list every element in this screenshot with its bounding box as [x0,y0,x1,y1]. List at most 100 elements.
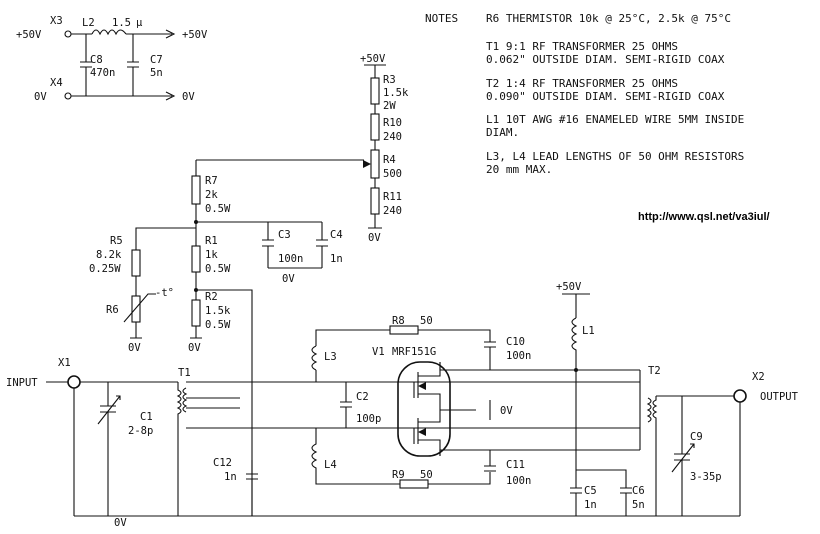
c5-label: C5 [584,485,597,497]
supply-in-plus50-label: +50V [16,29,42,41]
wire-5 [195,204,323,240]
r7-resistor [191,175,201,205]
note-line-l3l4-max: 20 mm MAX. [486,163,552,176]
r7-label: R7 [205,175,218,187]
t2-primary [646,397,652,423]
x2-connector [733,389,747,403]
c4-value: 1n [330,253,343,265]
r6-ground-label: 0V [128,342,141,354]
note-line-t1: T1 9:1 RF TRANSFORMER 25 OHMS [486,40,678,53]
notes-heading: NOTES [425,12,458,25]
c1-value: 2-8p [128,425,153,437]
c6-capacitor [620,487,632,516]
r10-resistor [370,113,380,141]
l1-label: L1 [582,325,595,337]
c8-capacitor [80,34,92,96]
r6-thermistor [131,295,141,323]
c4-label: C4 [330,229,343,241]
wire-6 [135,227,196,250]
v1-part: MRF151G [392,346,436,358]
r2-wattage: 0.5W [205,319,231,331]
r9-resistor [399,479,429,489]
r1-label: R1 [205,235,218,247]
shape-3 [97,395,121,425]
x4-terminal [64,92,72,100]
t1-coax-lines [186,381,640,429]
shape-5 [574,368,578,372]
c8-value: 470n [90,67,115,79]
r3-label: R3 [383,74,396,86]
supply-out-plus50-label: +50V [182,29,208,41]
note-line-l3l4: L3, L4 LEAD LENGTHS OF 50 OHM RESISTORS [486,150,744,163]
c8-label: C8 [90,54,103,66]
c10-label: C10 [506,336,525,348]
c5-capacitor [570,487,582,516]
r3-resistor [370,77,380,105]
rf-section: 0V INPUT X1 C1 2-8p T1 C12 1n L3 L4 C2 1… [6,281,799,529]
note-line-t2-coax: 0.090" OUTSIDE DIAM. SEMI-RIGID COAX [486,90,725,103]
l3-label: L3 [324,351,337,363]
r1-value: 1k [205,249,218,261]
notes-block: NOTES R6 THERMISTOR 10k @ 25°C, 2.5k @ 7… [425,12,744,176]
r7-value: 2k [205,189,218,201]
c11-value: 100n [506,475,531,487]
r5-label: R5 [110,235,123,247]
l3-inductor [311,329,390,382]
r2-label: R2 [205,291,218,303]
c5-value: 1n [584,499,597,511]
note-line-l1-diam: DIAM. [486,126,519,139]
t1-primary [176,382,182,516]
c11-label: C11 [506,459,525,471]
v1-mosfet-body [397,361,451,457]
r2-ground-label: 0V [188,342,201,354]
note-line-t1-coax: 0.062" OUTSIDE DIAM. SEMI-RIGID COAX [486,53,725,66]
r2-resistor [191,299,201,327]
shape-4 [418,382,426,436]
r9-label: R9 [392,469,405,481]
wire-17 [439,362,640,456]
r6-thermistor-slash [123,293,156,323]
c9-label: C9 [690,431,703,443]
c12-capacitor [246,460,258,516]
l2-inductor [91,29,127,36]
c6-value: 5n [632,499,645,511]
r11-resistor [370,187,380,215]
r6-tc: -t° [155,287,174,299]
r5-value: 8.2k [96,249,122,261]
shape-6 [671,443,695,473]
r11-value: 240 [383,205,402,217]
r11-ground-label: 0V [368,232,381,244]
supply-out-0v-label: 0V [182,91,195,103]
c3-value: 100n [278,253,303,265]
v1-channels [418,362,441,456]
r1-wattage: 0.5W [205,263,231,275]
input-label: INPUT [6,377,38,389]
l2-label: L2 [82,17,95,29]
t2-secondary [652,395,734,516]
output-label: OUTPUT [760,391,799,403]
source-url: http://www.qsl.net/va3iul/ [638,211,770,223]
note-line-r6: R6 THERMISTOR 10k @ 25°C, 2.5k @ 75°C [486,12,731,25]
r4-value: 500 [383,168,402,180]
r10-value: 240 [383,131,402,143]
bias-plus50-label: +50V [360,53,386,65]
wire-13 [418,329,491,342]
v1-gates [404,372,419,444]
r3-wattage: 2W [383,100,396,112]
t1-secondary [182,387,188,413]
c10-capacitor [484,341,496,370]
x1-label: X1 [58,357,71,369]
c10-value: 100n [506,350,531,362]
c9-trimmer [674,396,690,516]
r2-ground [190,326,202,339]
note-line-l1: L1 10T AWG #16 ENAMELED WIRE 5MM INSIDE [486,113,744,126]
r6-label: R6 [106,304,119,316]
c3-label: C3 [278,229,291,241]
r4-potentiometer [370,149,380,179]
bias-network: +50V R3 1.5k 2W R10 240 R4 500 R11 240 0… [89,53,409,516]
r10-label: R10 [383,117,402,129]
r1-resistor [191,245,201,273]
drain-plus50-label: +50V [556,281,582,293]
